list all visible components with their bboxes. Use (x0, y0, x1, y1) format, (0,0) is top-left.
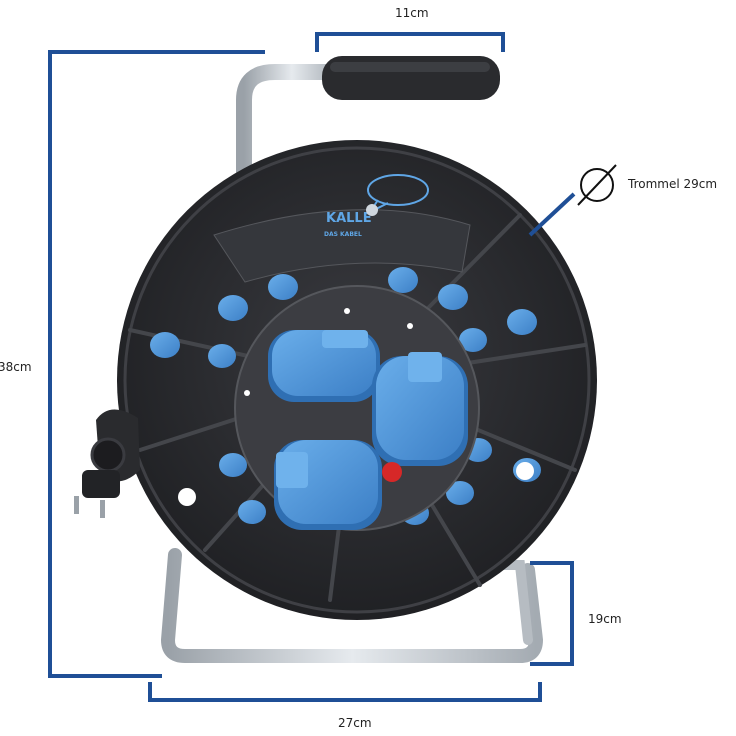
logo-bubble (367, 174, 429, 206)
total-width-bracket (148, 682, 542, 702)
drum-diameter-leader (528, 192, 576, 237)
drum-diameter-label: Trommel 29cm (628, 177, 718, 191)
diameter-symbol-icon (577, 164, 617, 206)
reset-button (382, 462, 402, 482)
stand-height-label: 19cm (588, 612, 622, 626)
label-plate (213, 209, 471, 283)
power-plug (74, 409, 140, 518)
brand-name: KALLE (326, 211, 372, 226)
total-height-label: 38cm (0, 360, 32, 374)
dimension-lines (48, 32, 576, 702)
handle-width-bracket (315, 32, 505, 52)
stand-height-bracket (530, 561, 574, 666)
logo-mascot (366, 204, 378, 216)
handle-width-label: 11cm (395, 6, 429, 20)
socket-bottom (274, 440, 382, 530)
blue-bolts (150, 267, 541, 525)
total-width-label: 27cm (338, 716, 372, 730)
socket-top-left (268, 330, 380, 402)
total-height-bracket (48, 50, 265, 678)
socket-right (372, 352, 468, 466)
brand-subtitle: DAS KABEL (324, 231, 362, 238)
